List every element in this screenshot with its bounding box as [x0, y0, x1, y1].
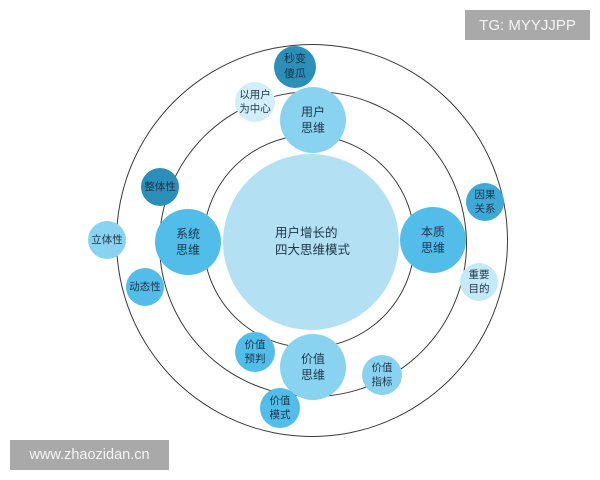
attr-value-model: 价值 模式 [260, 388, 300, 428]
watermark-top-right: TG: MYYJJPP [465, 10, 590, 40]
mode-label: 系统 思维 [175, 226, 200, 257]
attr-key-purpose: 重要 目的 [460, 263, 498, 301]
watermark-text: TG: MYYJJPP [479, 16, 576, 34]
mode-label: 本质 思维 [420, 224, 445, 255]
mode-system-thinking: 系统 思维 [155, 209, 221, 275]
attr-instant-fool: 秒变 傻瓜 [274, 46, 316, 88]
attr-value-metric: 价值 指标 [362, 355, 402, 395]
mode-essence-thinking: 本质 思维 [400, 207, 466, 273]
attr-user-centric: 以用户 为中心 [235, 82, 275, 122]
attr-label: 价值 指标 [371, 361, 393, 388]
attr-label: 价值 模式 [269, 394, 291, 421]
attr-dynamic: 动态性 [126, 268, 164, 306]
mode-label: 价值 思维 [300, 351, 325, 382]
attr-label: 立体性 [91, 233, 123, 246]
mode-value-thinking: 价值 思维 [280, 334, 346, 400]
attr-label: 价值 预判 [244, 338, 266, 365]
attr-label: 以用户 为中心 [239, 88, 271, 115]
center-label: 用户增长的 四大思维模式 [275, 225, 351, 257]
attr-value-forecast: 价值 预判 [235, 332, 275, 372]
attr-dimensional: 立体性 [88, 221, 126, 259]
attr-label: 重要 目的 [468, 268, 490, 295]
attr-causality: 因果 关系 [466, 183, 504, 221]
attr-label: 动态性 [129, 280, 161, 293]
mode-user-thinking: 用户 思维 [280, 87, 346, 153]
attr-label: 整体性 [144, 180, 176, 193]
center-circle: 用户增长的 四大思维模式 [223, 154, 399, 330]
watermark-text: www.zhaozidan.cn [29, 447, 150, 463]
attr-holistic: 整体性 [141, 168, 179, 206]
attr-label: 秒变 傻瓜 [284, 52, 306, 80]
mode-label: 用户 思维 [300, 104, 325, 135]
attr-label: 因果 关系 [474, 188, 496, 215]
watermark-bottom-left: www.zhaozidan.cn [10, 440, 169, 470]
